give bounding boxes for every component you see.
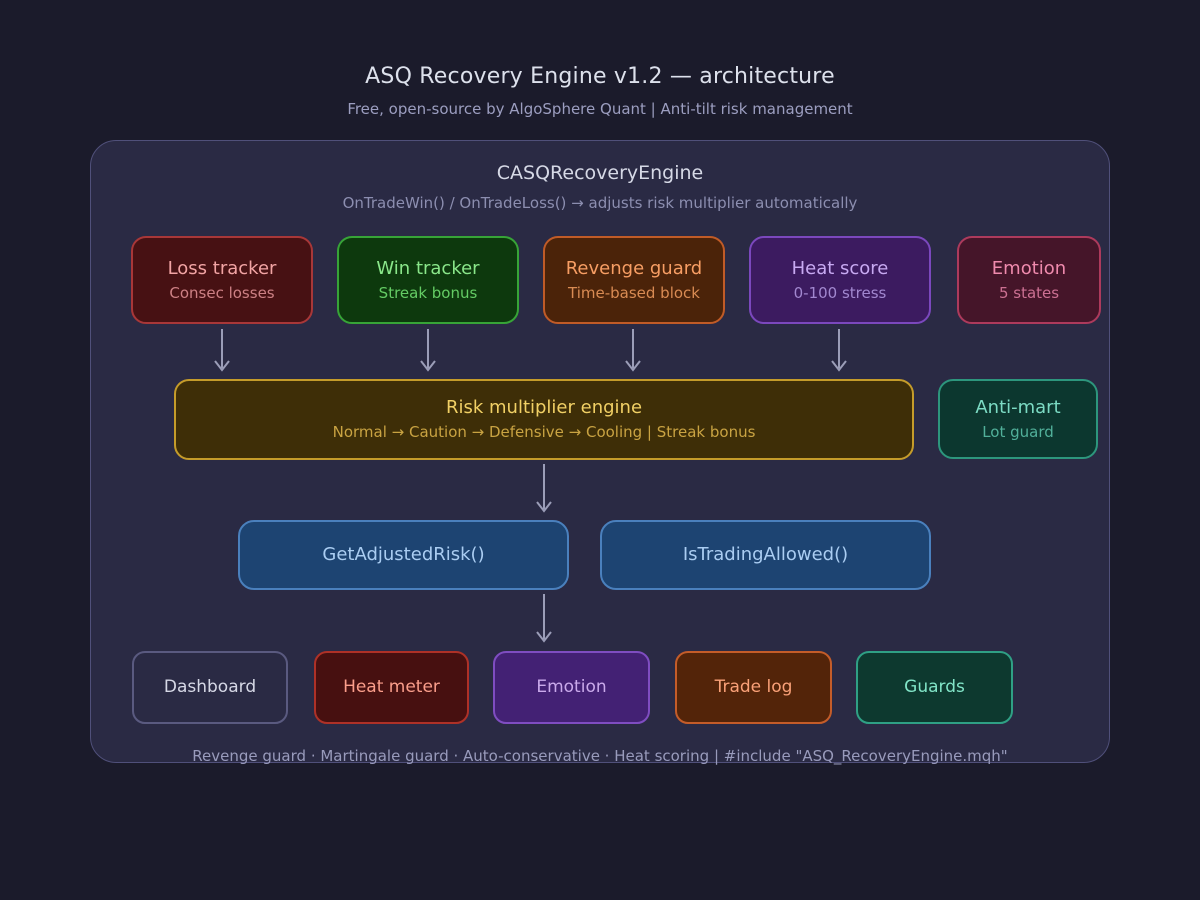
page-subtitle: Free, open-source by AlgoSphere Quant | … [347, 100, 853, 118]
node-subtitle: Consec losses [169, 283, 275, 302]
arrow-down-icon [625, 329, 641, 372]
node-subtitle: 5 states [998, 283, 1060, 302]
node-revenge-guard: Revenge guard Time-based block [543, 236, 725, 324]
arrow-down-icon [536, 464, 552, 513]
feature-footer: Revenge guard · Martingale guard · Auto-… [192, 747, 1008, 765]
node-title: Heat meter [343, 677, 440, 698]
node-anti-martingale: Anti-mart Lot guard [938, 379, 1098, 459]
arrow-down-icon [214, 329, 230, 372]
node-title: Revenge guard [565, 257, 703, 279]
node-title: Trade log [714, 677, 793, 698]
node-heat-score: Heat score 0-100 stress [749, 236, 931, 324]
node-subtitle: Streak bonus [378, 283, 478, 302]
engine-panel: CASQRecoveryEngine OnTradeWin() / OnTrad… [90, 140, 1110, 765]
node-title: Win tracker [376, 257, 480, 279]
node-title: Heat score [791, 257, 889, 279]
node-title: Risk multiplier engine [445, 397, 643, 419]
node-title: Loss tracker [167, 257, 277, 279]
node-title: Dashboard [163, 677, 257, 698]
node-emotion-states: Emotion 5 states [957, 236, 1101, 324]
node-risk-multiplier-engine: Risk multiplier engine Normal → Caution … [174, 379, 914, 460]
node-emotion-output: Emotion [493, 651, 650, 724]
node-is-trading-allowed: IsTradingAllowed() [600, 520, 931, 590]
engine-class-name: CASQRecoveryEngine [496, 162, 704, 184]
node-heat-meter: Heat meter [314, 651, 469, 724]
node-win-tracker: Win tracker Streak bonus [337, 236, 519, 324]
node-get-adjusted-risk: GetAdjustedRisk() [238, 520, 569, 590]
arrow-down-icon [420, 329, 436, 372]
node-dashboard: Dashboard [132, 651, 288, 724]
node-title: Emotion [991, 257, 1067, 279]
node-trade-log: Trade log [675, 651, 832, 724]
arrow-down-icon [536, 594, 552, 643]
node-guards: Guards [856, 651, 1013, 724]
page-title: ASQ Recovery Engine v1.2 — architecture [365, 64, 835, 89]
node-subtitle: Time-based block [568, 283, 700, 302]
node-loss-tracker: Loss tracker Consec losses [131, 236, 313, 324]
node-title: Guards [904, 677, 965, 698]
node-subtitle: 0-100 stress [793, 283, 887, 302]
arrow-down-icon [831, 329, 847, 372]
node-subtitle: Lot guard [982, 422, 1054, 441]
node-title: Anti-mart [975, 396, 1061, 418]
engine-description: OnTradeWin() / OnTradeLoss() → adjusts r… [342, 194, 858, 212]
node-title: IsTradingAllowed() [682, 544, 849, 566]
node-title: GetAdjustedRisk() [322, 544, 485, 566]
node-subtitle: Normal → Caution → Defensive → Cooling |… [332, 423, 756, 442]
node-title: Emotion [536, 677, 607, 698]
